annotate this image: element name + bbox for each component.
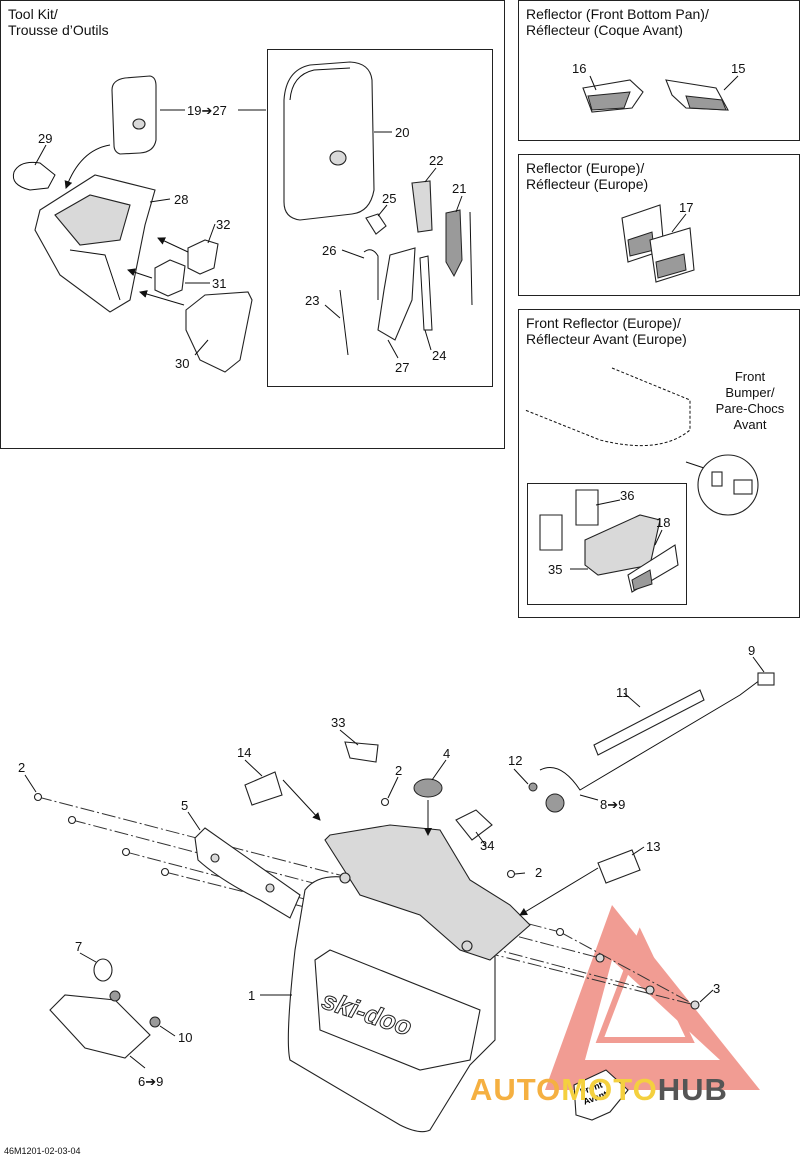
decals <box>244 741 641 884</box>
callout-24: 24 <box>432 348 446 363</box>
toolkit-callouts: 19➔27 20 22 21 25 26 23 24 27 28 29 32 3… <box>38 103 466 375</box>
callout-6-9: 6➔9 <box>138 1074 163 1089</box>
bumper-label-line3: Pare-Chocs <box>716 401 785 416</box>
toolkit-inner-box <box>267 49 493 387</box>
main-callouts: 9 11 33 4 14 2 12 8➔9 2 5 34 13 2 7 1 3 … <box>18 643 755 1089</box>
front-reflector-title: Front Reflector (Europe)/ Réflecteur Ava… <box>526 315 687 347</box>
callout-3: 3 <box>713 981 720 996</box>
watermark: AUTOMOTOHUB <box>470 1072 728 1108</box>
reflector-bottom-title: Reflector (Front Bottom Pan)/ Réflecteur… <box>526 6 709 38</box>
callout-16: 16 <box>572 61 586 76</box>
watermark-triangle <box>545 905 760 1090</box>
front-arrow-icon <box>573 1069 629 1121</box>
callout-12: 12 <box>508 753 522 768</box>
tool-holder <box>34 174 156 313</box>
callout-5: 5 <box>181 798 188 813</box>
figure-code: 46M1201-02-03-04 <box>4 1146 81 1156</box>
foam-blocks <box>154 239 253 373</box>
watermark-hub: HUB <box>657 1072 728 1107</box>
callout-9: 9 <box>748 643 755 658</box>
reflector-europe-parts <box>621 204 695 283</box>
callout-27: 27 <box>395 360 409 375</box>
callout-23: 23 <box>305 293 319 308</box>
callout-31: 31 <box>212 276 226 291</box>
callout-32: 32 <box>216 217 230 232</box>
leader-lines <box>24 75 765 1069</box>
watermark-moto: MOTO <box>561 1072 658 1107</box>
callout-11: 11 <box>616 685 630 700</box>
front-reflector-parts <box>539 489 679 593</box>
watermark-auto: AUTO <box>470 1072 562 1107</box>
bumper-label-line4: Avant <box>733 417 766 432</box>
tool-pouch-large <box>283 61 375 221</box>
callout-10: 10 <box>178 1030 192 1045</box>
callout-21: 21 <box>452 181 466 196</box>
callout-1: 1 <box>248 988 255 1003</box>
retaining-strap <box>12 161 56 191</box>
callout-20: 20 <box>395 125 409 140</box>
callout-2-right: 2 <box>535 865 542 880</box>
callout-15: 15 <box>731 61 745 76</box>
reflector-bottom-panel: Reflector (Front Bottom Pan)/ Réflecteur… <box>518 0 800 141</box>
callout-14: 14 <box>237 745 251 760</box>
callout-4: 4 <box>443 746 450 761</box>
bumper-label-line2: Bumper/ <box>725 385 775 400</box>
callout-7: 7 <box>75 939 82 954</box>
callout-29: 29 <box>38 131 52 146</box>
callout-35: 35 <box>548 562 562 577</box>
callout-22: 22 <box>429 153 443 168</box>
callout-18: 18 <box>656 515 670 530</box>
callout-30: 30 <box>175 356 189 371</box>
side-bracket <box>194 827 301 919</box>
assembly-arrows <box>64 144 189 306</box>
callout-2-left: 2 <box>18 760 25 775</box>
callout-2-top: 2 <box>395 763 402 778</box>
headlight-housing: ski-doo <box>287 824 531 1133</box>
lights <box>49 958 161 1059</box>
callout-8-9: 8➔9 <box>600 797 625 812</box>
callout-28: 28 <box>174 192 188 207</box>
callout-36: 36 <box>620 488 634 503</box>
reflector-pair <box>582 79 729 113</box>
bumper-label-line1: Front <box>735 369 766 384</box>
callout-13: 13 <box>646 839 660 854</box>
bumper-outline <box>524 367 759 516</box>
toolkit-title: Tool Kit/ Trousse d’Outils <box>8 6 109 38</box>
tool-pouch-small <box>111 75 157 155</box>
tools <box>339 180 473 356</box>
emblem <box>413 778 443 798</box>
callout-25: 25 <box>382 191 396 206</box>
reflector-europe-title: Reflector (Europe)/ Réflecteur (Europe) <box>526 160 649 192</box>
reflector-callouts: 16 15 17 36 18 35 <box>548 61 745 577</box>
callout-33: 33 <box>331 715 345 730</box>
screws <box>33 792 700 1010</box>
callout-17: 17 <box>679 200 693 215</box>
wiring-harness <box>528 672 775 813</box>
callout-26: 26 <box>322 243 336 258</box>
front-reflector-inner-box <box>527 483 687 605</box>
callout-34: 34 <box>480 838 494 853</box>
callout-19-27: 19➔27 <box>187 103 227 118</box>
bumper-label: Front Bumper/ Pare-Chocs Avant <box>716 369 785 432</box>
